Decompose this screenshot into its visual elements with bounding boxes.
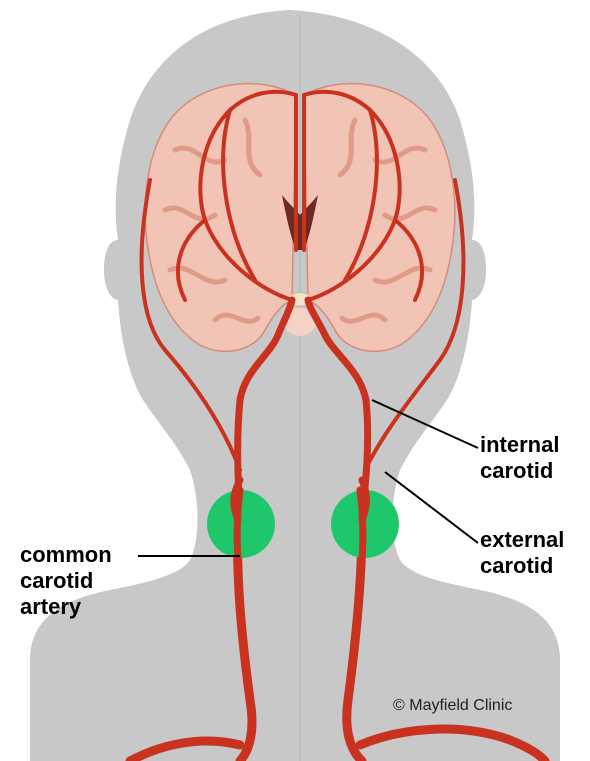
copyright-credit: © Mayfield Clinic: [393, 697, 512, 715]
common-carotid-label-line2: carotid: [20, 568, 112, 594]
common-carotid-label-line1: common: [20, 542, 112, 568]
external-carotid-leader: [385, 472, 478, 543]
internal-carotid-label-line1: internal: [480, 432, 559, 458]
internal-carotid-label: internal carotid: [480, 432, 559, 484]
common-carotid-label: common carotid artery: [20, 542, 112, 620]
common-carotid-label-line3: artery: [20, 594, 112, 620]
external-carotid-label-line2: carotid: [480, 553, 564, 579]
internal-carotid-label-line2: carotid: [480, 458, 559, 484]
external-carotid-label: external carotid: [480, 527, 564, 579]
external-carotid-label-line1: external: [480, 527, 564, 553]
